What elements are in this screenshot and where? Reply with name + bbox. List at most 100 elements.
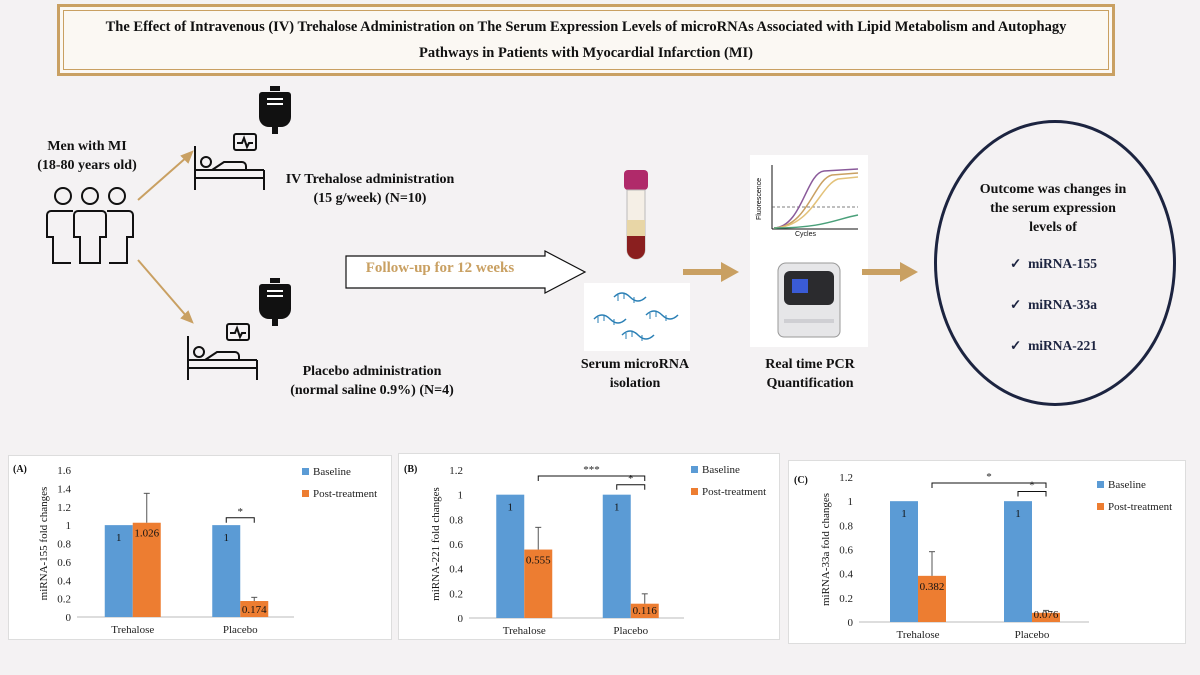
y-tick-label: 0 [66, 612, 72, 624]
bar [524, 549, 553, 618]
hollow-arrow-icon [345, 250, 587, 294]
y-tick-label: 1.6 [57, 465, 71, 477]
legend-swatch [691, 466, 698, 473]
bar [104, 525, 133, 617]
y-tick-label: 0.8 [449, 514, 463, 526]
data-label: 1 [901, 508, 907, 520]
data-label: 0.116 [633, 605, 658, 617]
pcr-line2: Quantification [766, 376, 854, 391]
x-tick-label: Placebo [613, 625, 648, 637]
outcome-line3: levels of [1029, 220, 1077, 235]
data-label: 1 [508, 502, 514, 514]
people-icon [46, 187, 134, 264]
x-tick-label: Trehalose [503, 625, 546, 637]
title-box: The Effect of Intravenous (IV) Trehalose… [57, 4, 1115, 76]
isolation-line1: Serum microRNA [580, 357, 690, 372]
branch-arrows [137, 150, 194, 324]
check-icon: ✓ [1010, 338, 1022, 353]
isolation-label: Serum microRNA isolation [570, 355, 700, 393]
process-arrow [683, 262, 739, 282]
significance-bracket [537, 475, 646, 481]
x-tick-label: Trehalose [897, 629, 940, 641]
legend-label: Baseline [313, 466, 351, 478]
significance-label: * [238, 506, 244, 518]
outcome-item: ✓ miRNA-33a [1010, 297, 1097, 313]
hospital-bed-icon [187, 323, 258, 380]
outcome-line1: Outcome was changes in [979, 182, 1127, 197]
bar [240, 601, 269, 617]
pcr-curve-icon [771, 165, 859, 230]
population-label: Men with MI (18-80 years old) [22, 137, 152, 175]
iv-bag-icon [259, 86, 291, 134]
chart-b: (B)miRNA-221 fold changes00.20.40.60.811… [404, 464, 766, 637]
y-tick-label: 0.4 [839, 569, 853, 581]
trehalose-arm-label: IV Trehalose administration (15 g/week) … [260, 170, 480, 208]
legend-swatch [1097, 503, 1104, 510]
significance-label: * [986, 471, 992, 483]
y-tick-label: 1.2 [839, 472, 853, 484]
legend-swatch [302, 468, 309, 475]
pcr-ylabel: Fluorescence [756, 178, 763, 220]
rna-panel [584, 283, 690, 351]
y-tick-label: 0.4 [57, 575, 71, 587]
legend-label: Post-treatment [313, 488, 377, 500]
trehalose-arm-line1: IV Trehalose administration [285, 172, 455, 187]
followup-label: Follow-up for 12 weeks [365, 260, 515, 276]
pcr-ylabel-svg: Fluorescence [756, 178, 763, 220]
population-line2: (18-80 years old) [37, 158, 137, 173]
x-tick-label: Placebo [1015, 629, 1050, 641]
y-tick-label: 0.6 [449, 539, 463, 551]
placebo-arm-line1: Placebo administration [302, 364, 442, 379]
significance-label: *** [583, 464, 600, 476]
panel-tag: (A) [13, 464, 27, 475]
bar [132, 522, 161, 617]
y-tick-label: 0.2 [57, 594, 71, 606]
y-tick-label: 1.2 [449, 465, 463, 477]
y-tick-label: 1.4 [57, 483, 71, 495]
outcome-item-label: miRNA-221 [1028, 338, 1098, 353]
legend-swatch [1097, 481, 1104, 488]
bar [1032, 612, 1060, 622]
pcr-xlabel: Cycles [795, 231, 817, 238]
y-tick-label: 0 [458, 613, 464, 625]
bar [890, 501, 918, 622]
page-title: The Effect of Intravenous (IV) Trehalose… [105, 19, 1067, 61]
outcome-item: ✓ miRNA-155 [1010, 256, 1097, 272]
y-tick-label: 0.6 [839, 545, 853, 557]
process-arrow [862, 262, 918, 282]
outcome-circle [934, 120, 1176, 406]
significance-bracket [931, 482, 1047, 488]
y-tick-label: 0.6 [57, 557, 71, 569]
y-axis-label: miRNA-221 fold changes [430, 487, 442, 601]
blood-tube-icon [624, 170, 648, 260]
rna-strand-icon [593, 292, 679, 341]
y-tick-label: 1 [458, 490, 464, 502]
x-tick-label: Trehalose [111, 624, 154, 636]
data-label: 1.026 [134, 528, 159, 540]
data-label: 0.076 [1034, 609, 1059, 621]
pcr-panel: Fluorescence Cycles [750, 155, 868, 347]
bar [630, 603, 659, 618]
y-tick-label: 0.2 [449, 588, 463, 600]
outcome-title: Outcome was changes in the serum express… [958, 180, 1148, 237]
bar [496, 494, 525, 618]
significance-label: * [1029, 480, 1035, 492]
trehalose-arm-line2: (15 g/week) (N=10) [313, 191, 427, 206]
legend-label: Baseline [702, 464, 740, 476]
hospital-bed-icon [194, 133, 265, 190]
y-tick-label: 0.8 [839, 520, 853, 532]
legend-label: Baseline [1108, 479, 1146, 491]
isolation-line2: isolation [609, 376, 661, 391]
legend-label: Post-treatment [1108, 501, 1172, 513]
bar [918, 575, 946, 622]
bar [212, 525, 241, 617]
y-tick-label: 1 [66, 520, 72, 532]
outcome-item-label: miRNA-155 [1028, 256, 1098, 271]
placebo-arm-label: Placebo administration (normal saline 0.… [262, 362, 482, 400]
outcome-item: ✓ miRNA-221 [1010, 338, 1097, 354]
legend-swatch [302, 490, 309, 497]
y-tick-label: 1 [848, 496, 854, 508]
data-label: 1 [116, 532, 122, 544]
